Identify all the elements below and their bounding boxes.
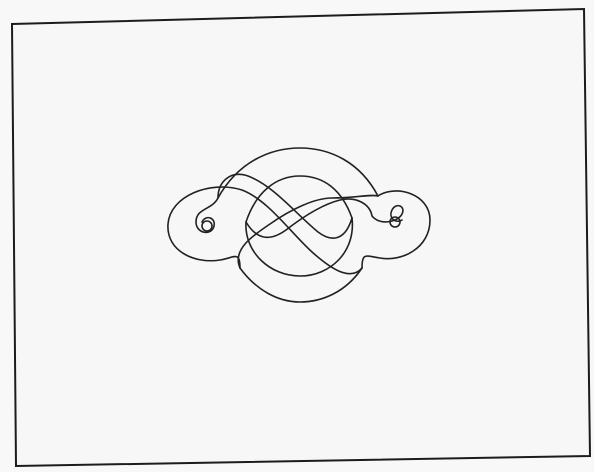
figure-frame [12,9,590,466]
